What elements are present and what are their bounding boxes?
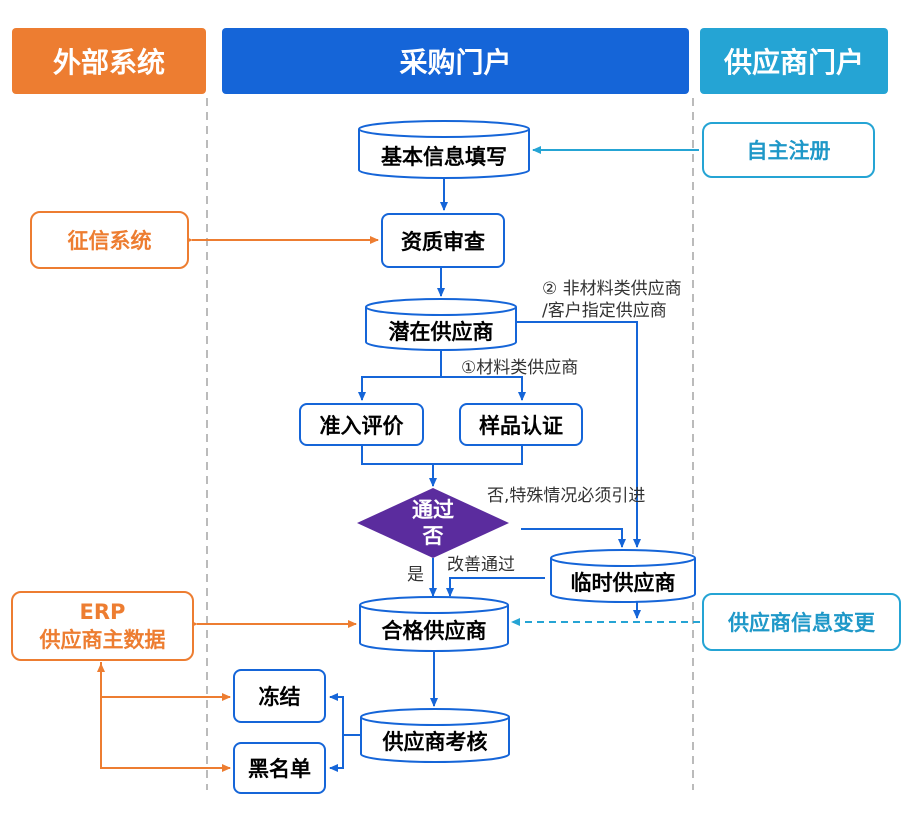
arrow-non-material bbox=[516, 321, 641, 548]
node-admission: 准入评价 bbox=[299, 403, 424, 446]
arrow-assessment-to-blacklist bbox=[329, 735, 344, 772]
node-sample: 样品认证 bbox=[459, 403, 583, 446]
erp-line2: 供应商主数据 bbox=[39, 628, 166, 652]
arrow-potential-to-sample bbox=[441, 376, 526, 401]
decision-line2: 否 bbox=[422, 524, 444, 548]
cylinder-qualified bbox=[359, 596, 509, 652]
lane-supplier: 供应商门户 bbox=[700, 28, 888, 94]
decision-line1: 通过 bbox=[412, 498, 454, 522]
label-non-material-line2: /客户指定供应商 bbox=[542, 301, 667, 321]
cylinder-temporary bbox=[550, 549, 696, 603]
label-non-material: ② 非材料类供应商 /客户指定供应商 bbox=[542, 278, 682, 322]
node-potential: 潜在供应商 bbox=[388, 320, 494, 344]
decision-diamond bbox=[357, 488, 509, 558]
arrow-erp-to-blacklist bbox=[100, 697, 231, 772]
node-erp: ERP 供应商主数据 bbox=[11, 591, 194, 661]
node-basic-info: 基本信息填写 bbox=[381, 145, 507, 169]
node-blacklist: 黑名单 bbox=[233, 742, 326, 794]
label-yes: 是 bbox=[407, 565, 424, 585]
label-improve: 改善通过 bbox=[447, 555, 515, 575]
arrow-improve bbox=[446, 577, 545, 597]
lane-procurement: 采购门户 bbox=[222, 28, 689, 94]
decision-text: 通过 否 bbox=[393, 497, 473, 549]
cylinder-potential bbox=[365, 298, 517, 351]
node-qualified: 合格供应商 bbox=[381, 619, 487, 643]
cylinder-basic-info bbox=[358, 120, 530, 179]
node-assessment: 供应商考核 bbox=[382, 730, 488, 754]
label-no-special: 否,特殊情况必须引进 bbox=[487, 486, 646, 506]
node-qualification: 资质审查 bbox=[381, 213, 505, 268]
erp-line1: ERP bbox=[79, 600, 126, 624]
arrow-erp-to-freeze bbox=[100, 662, 231, 701]
arrow-no-to-temporary bbox=[521, 528, 626, 548]
node-freeze: 冻结 bbox=[233, 669, 326, 723]
node-info-change: 供应商信息变更 bbox=[702, 593, 901, 651]
merge-line bbox=[361, 446, 523, 465]
node-self-register: 自主注册 bbox=[702, 122, 875, 178]
label-material: ①材料类供应商 bbox=[461, 358, 579, 378]
label-non-material-line1: ② 非材料类供应商 bbox=[542, 279, 682, 299]
lane-external: 外部系统 bbox=[12, 28, 206, 94]
node-credit-system: 征信系统 bbox=[30, 211, 189, 269]
arrow-potential-split bbox=[358, 351, 442, 401]
arrow-assessment-to-freeze bbox=[329, 693, 361, 736]
cylinder-assessment bbox=[360, 708, 510, 763]
node-temporary: 临时供应商 bbox=[570, 571, 676, 595]
